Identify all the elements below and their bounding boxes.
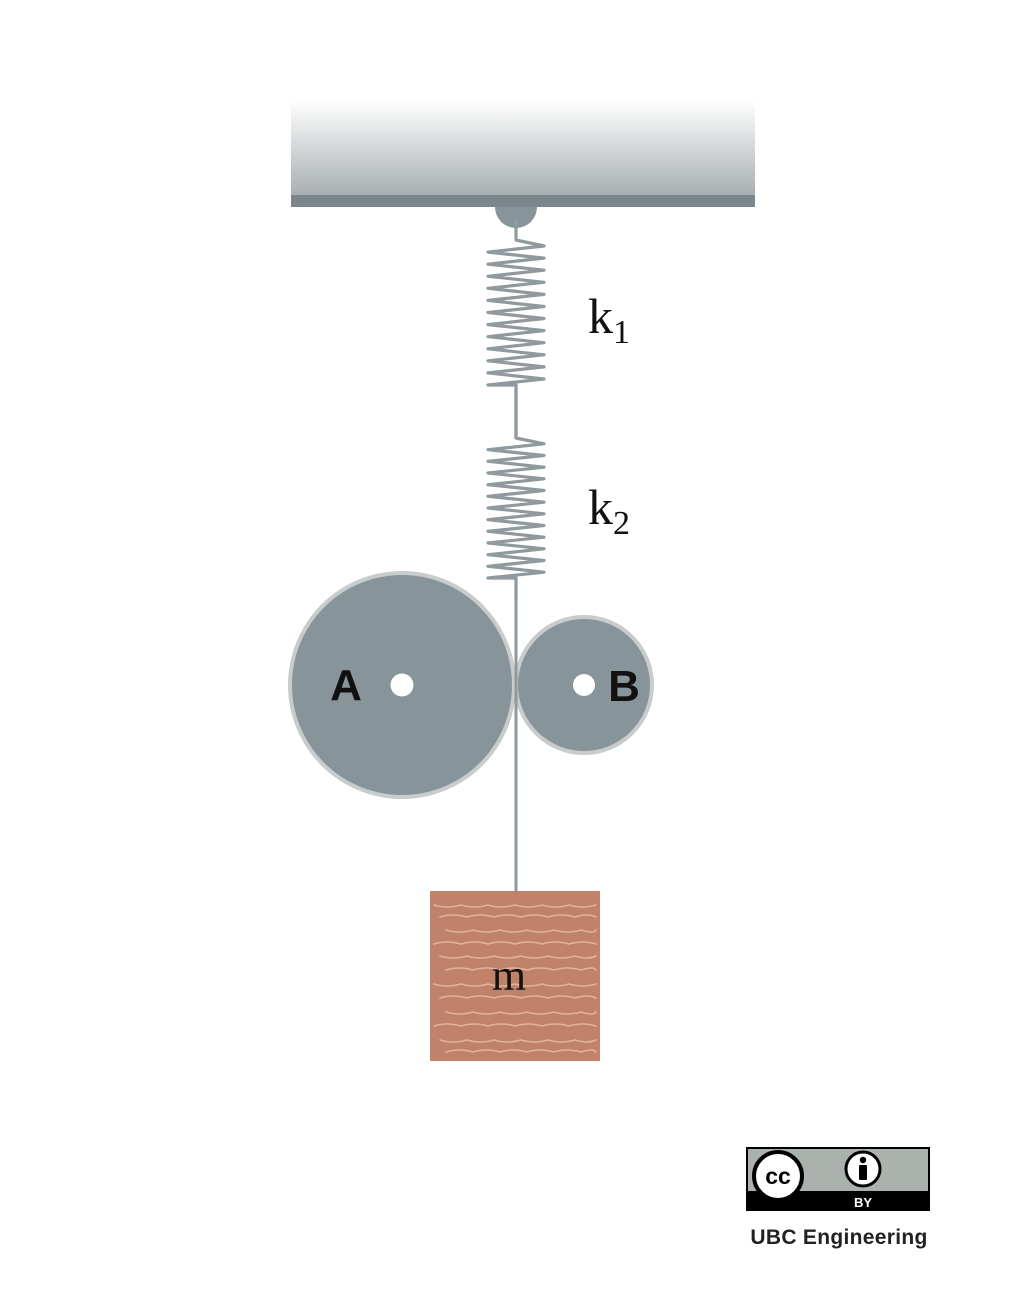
spring-k1-subscript: 1	[613, 314, 630, 351]
pulley-b-axle	[573, 674, 595, 696]
spring-k1-letter: k	[588, 288, 613, 344]
ceiling-hinge	[495, 207, 537, 228]
pulley-a: A	[288, 571, 516, 799]
mass-block: m	[430, 891, 600, 1061]
wood-grain	[433, 904, 597, 1053]
spring-k2-subscript: 2	[613, 505, 630, 542]
spring-k1	[486, 218, 546, 438]
spring-k1-coil	[486, 218, 546, 438]
spring-k2	[486, 385, 546, 600]
wood-grain-line	[433, 1023, 597, 1027]
wood-grain-line	[439, 995, 597, 999]
pulley-b: B	[514, 615, 654, 755]
ceiling-edge	[291, 195, 755, 207]
cc-by-license-badge: cc BY	[746, 1147, 930, 1211]
spring-k1-label: k1	[588, 288, 630, 351]
wood-grain-line	[445, 1049, 597, 1053]
cc-icon-text: cc	[765, 1163, 791, 1189]
wood-grain-line	[433, 983, 597, 987]
wood-grain-line	[439, 914, 597, 918]
spring-k2-coil	[486, 385, 546, 600]
wood-grain-line	[445, 929, 597, 933]
wood-grain-line	[433, 941, 597, 945]
credit-text: UBC Engineering	[750, 1226, 927, 1249]
mass-label: m	[492, 951, 526, 1000]
cc-icon	[752, 1150, 804, 1202]
spring-k2-letter: k	[588, 479, 613, 535]
ceiling-support	[291, 100, 755, 228]
wood-grain-line	[439, 955, 597, 959]
pulley-b-label: B	[608, 662, 640, 711]
wood-grain-line	[439, 1039, 597, 1043]
pulley-a-label: A	[330, 661, 362, 710]
by-label: BY	[854, 1195, 872, 1210]
attribution-icon	[844, 1150, 882, 1188]
pulley-a-axle	[390, 673, 414, 697]
wood-grain-line	[445, 1011, 597, 1015]
spring-k2-label: k2	[588, 479, 630, 542]
wood-grain-line	[445, 967, 597, 971]
wood-grain-line	[433, 904, 597, 908]
